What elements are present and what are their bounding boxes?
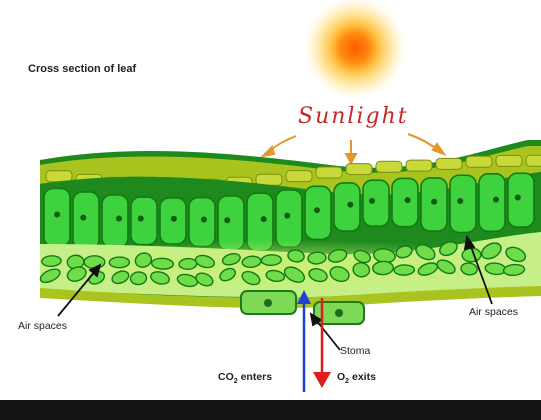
nucleus (261, 216, 267, 222)
co2-prefix: CO (218, 371, 234, 383)
palisade-cell (508, 173, 534, 227)
nucleus (515, 194, 521, 200)
epidermis-cell (376, 161, 402, 172)
o2-prefix: O (337, 371, 345, 383)
diagram-title: Cross section of leaf (28, 63, 136, 75)
air-spaces-label-right: Air spaces (469, 306, 518, 318)
palisade-cell (363, 180, 389, 226)
palisade-cell (102, 195, 128, 247)
palisade-cell (479, 174, 505, 232)
spongy-cell (151, 258, 173, 270)
o2-suffix: exits (349, 371, 376, 383)
epidermis-cell (316, 167, 342, 178)
nucleus (80, 215, 86, 221)
nucleus (54, 212, 60, 218)
nucleus (201, 217, 207, 223)
sunlight-arrows (263, 134, 444, 163)
nucleus (224, 217, 230, 223)
epidermis-cell (346, 164, 372, 175)
palisade-cell (73, 192, 99, 249)
co2-suffix: enters (238, 371, 272, 383)
nucleus (171, 216, 177, 222)
palisade-cell (276, 190, 302, 247)
palisade-cell (131, 197, 157, 245)
nucleus (347, 202, 353, 208)
epidermis-cell (466, 156, 492, 167)
nucleus (138, 215, 144, 221)
epidermis-cell (46, 171, 72, 182)
palisade-cell (334, 183, 360, 231)
spongy-cell (261, 254, 281, 266)
nucleus (116, 216, 122, 222)
nucleus (493, 197, 499, 203)
spongy-cell (308, 252, 327, 265)
nucleus (431, 199, 437, 205)
spongy-cell (109, 257, 129, 268)
epidermis-cell (496, 155, 522, 166)
epidermis-cell (286, 171, 312, 182)
nucleus (457, 198, 463, 204)
spongy-cell (84, 256, 105, 269)
epidermis-cell (406, 160, 432, 171)
epidermis-cell (436, 158, 462, 169)
sunlight-label: Sunlight (298, 104, 409, 129)
spongy-cell (179, 258, 197, 270)
nucleus (405, 197, 411, 203)
footer-bar (0, 400, 541, 420)
epidermis-cell (256, 174, 282, 185)
co2-enters-label: CO2 enters (218, 371, 272, 385)
palisade-cell (189, 198, 215, 247)
palisade-cell (450, 175, 476, 232)
nucleus (369, 198, 375, 204)
air-spaces-label-left: Air spaces (18, 320, 67, 332)
spongy-cell (394, 265, 415, 276)
nucleus (314, 207, 320, 213)
spongy-cell (42, 255, 62, 266)
spongy-cell (372, 261, 393, 275)
o2-exits-label: O2 exits (337, 371, 376, 385)
nucleus (284, 213, 290, 219)
epidermis-cell (526, 155, 541, 166)
palisade-cell (392, 178, 418, 226)
sun-icon (303, 0, 407, 100)
stoma-label: Stoma (340, 345, 370, 357)
